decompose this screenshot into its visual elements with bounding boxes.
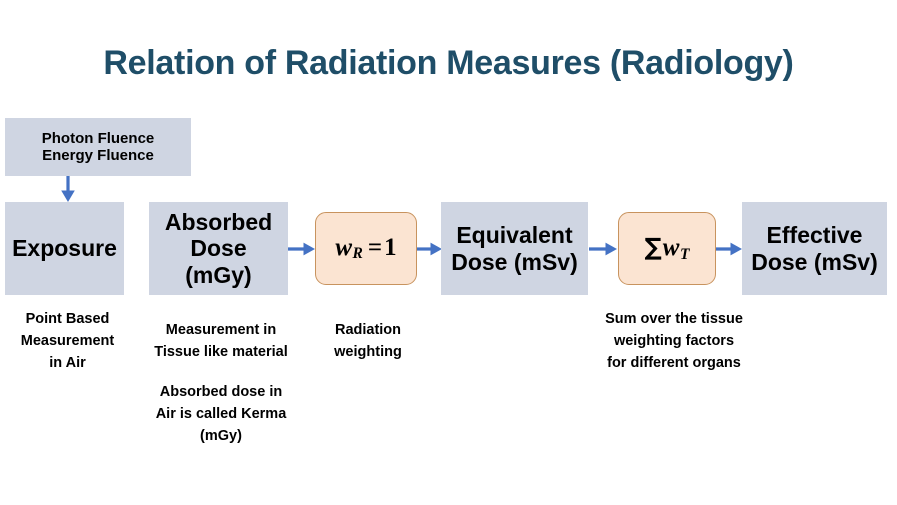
node-absorbed-dose-line3: (mGy): [185, 261, 252, 288]
caption-radiation-weighting-line1: Radiation: [334, 322, 402, 338]
caption-absorbed-dose-measurement-line2: Tissue like material: [154, 343, 288, 360]
caption-absorbed-dose-kerma: Absorbed dose in Air is called Kerma (mG…: [136, 382, 306, 447]
caption-absorbed-dose-measurement-line1: Measurement in: [165, 322, 277, 338]
caption-absorbed-dose-kerma-line1: Absorbed dose in: [159, 384, 283, 400]
caption-tissue-weighting-line1: Sum over the tissue: [605, 311, 743, 327]
caption-exposure-line1: Point Based: [25, 311, 110, 327]
node-equivalent-dose-text: Equivalent Dose (mSv): [451, 222, 578, 275]
node-exposure[interactable]: Exposure: [5, 202, 124, 295]
arrow-tissue-weight-to-effective: [716, 238, 743, 260]
caption-radiation-weighting-line2: weighting: [334, 343, 402, 360]
node-absorbed-dose-line2: Dose: [190, 235, 247, 262]
caption-exposure-line2: Measurement: [20, 332, 115, 349]
node-absorbed-dose-text: Absorbed Dose (mGy): [165, 209, 272, 288]
formula-sum-wt: ∑wT: [644, 233, 690, 263]
caption-exposure-line3: in Air: [49, 354, 86, 371]
node-exposure-label: Exposure: [12, 235, 117, 262]
arrow-radiation-weight-to-equivalent: [417, 238, 443, 260]
caption-absorbed-dose-kerma-line3: (mGy): [200, 427, 242, 444]
caption-tissue-weighting: Sum over the tissue weighting factors fo…: [578, 309, 770, 374]
caption-tissue-weighting-line2: weighting factors: [613, 332, 735, 349]
node-radiation-weighting-factor[interactable]: wR=1: [315, 212, 417, 285]
node-effective-dose-text: Effective Dose (mSv): [751, 222, 878, 275]
node-tissue-weighting-factor[interactable]: ∑wT: [618, 212, 716, 285]
arrow-equivalent-to-tissue-weight: [589, 238, 618, 260]
node-equivalent-dose-line1: Equivalent: [456, 222, 573, 249]
node-effective-dose[interactable]: Effective Dose (mSv): [742, 202, 887, 295]
node-equivalent-dose-line2: Dose (mSv): [451, 248, 578, 275]
caption-radiation-weighting: Radiation weighting: [311, 320, 425, 364]
node-effective-dose-line1: Effective: [766, 222, 863, 249]
caption-exposure: Point Based Measurement in Air: [0, 309, 135, 374]
node-photon-fluence-line2: Energy Fluence: [42, 147, 154, 164]
node-photon-fluence[interactable]: Photon Fluence Energy Fluence: [5, 118, 191, 176]
node-photon-fluence-line1: Photon Fluence: [41, 129, 155, 147]
node-equivalent-dose[interactable]: Equivalent Dose (mSv): [441, 202, 588, 295]
formula-wr: wR=1: [335, 233, 397, 263]
node-effective-dose-line2: Dose (mSv): [751, 248, 878, 275]
arrow-fluence-to-exposure: [56, 176, 80, 204]
caption-absorbed-dose-kerma-line2: Air is called Kerma: [155, 405, 287, 422]
node-absorbed-dose[interactable]: Absorbed Dose (mGy): [149, 202, 288, 295]
page-title: Relation of Radiation Measures (Radiolog…: [103, 44, 794, 82]
node-photon-fluence-text: Photon Fluence Energy Fluence: [42, 130, 155, 165]
caption-tissue-weighting-line3: for different organs: [607, 354, 741, 371]
caption-absorbed-dose-measurement: Measurement in Tissue like material: [136, 320, 306, 364]
arrow-absorbed-to-radiation-weight: [288, 238, 316, 260]
node-absorbed-dose-line1: Absorbed: [164, 208, 273, 235]
